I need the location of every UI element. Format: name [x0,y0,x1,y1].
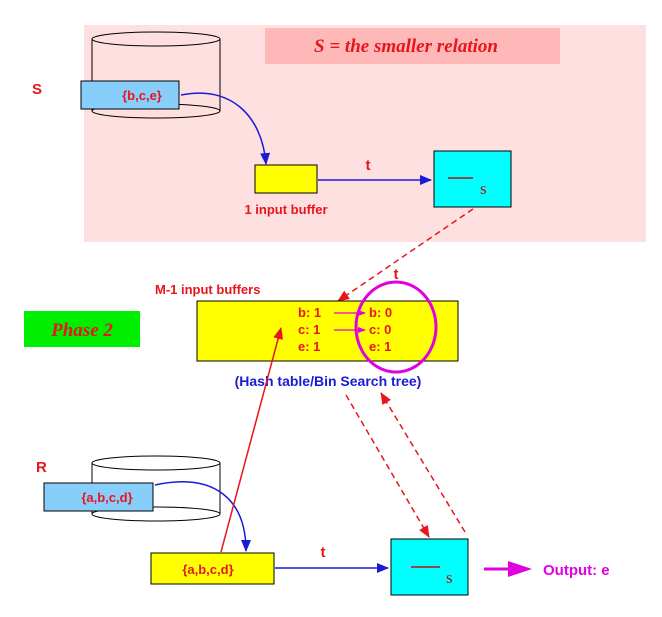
output-arrow-icon [484,561,532,577]
phase-label: Phase 2 [50,320,113,341]
r-buffer-to-hash-arrow [220,327,283,553]
r-tuple-label: t [321,544,326,561]
probe-highlight-ellipse [354,280,438,374]
m1-buffers-label: M-1 input buffers [155,282,260,297]
output-result-label: Output: e [543,562,610,579]
s-tuple-label: t [366,157,371,174]
hash-tuple-label: t [394,266,399,283]
smaller-relation-title: S = the smaller relation [314,36,498,57]
phase-badge [24,311,140,347]
hash-right-entry-c: c: 0 [369,322,391,337]
relation-s-label: S [32,81,42,98]
s-input-buffer-label: 1 input buffer [244,202,327,217]
disk-r-to-buffer-arrow [154,481,251,552]
hash-right-entry-e: e: 1 [369,339,391,354]
hash-left-entry-e: e: 1 [298,339,320,354]
hash-left-entry-c: c: 1 [298,322,320,337]
r-buffer-tuples: {a,b,c,d} [182,562,233,577]
output-to-hash-arrow [337,208,474,302]
disk-s-tuple-block [80,80,180,110]
hash-right-entry-b: b: 0 [369,305,392,320]
hash-left-entry-b: b: 1 [298,305,321,320]
hash-buffer-box [196,300,459,362]
s-input-buffer [254,164,318,194]
s-output-sub: s [480,179,487,198]
s-output-box [433,150,512,208]
r-input-buffer [150,552,275,585]
disk-to-buffer-arrow [180,92,271,165]
disk-s-tuples: {b,c,e} [122,88,162,103]
hash-structure-caption: (Hash table/Bin Search tree) [235,373,422,389]
relation-r-label: R [36,459,47,476]
title-band [265,28,560,64]
r-output-sub: s [446,568,453,587]
disk-r-tuples: {a,b,c,d} [81,490,132,505]
output-to-probe-arrow [380,392,466,533]
disk-r-tuple-block [43,482,154,512]
hash-to-output-arrow [345,394,430,538]
